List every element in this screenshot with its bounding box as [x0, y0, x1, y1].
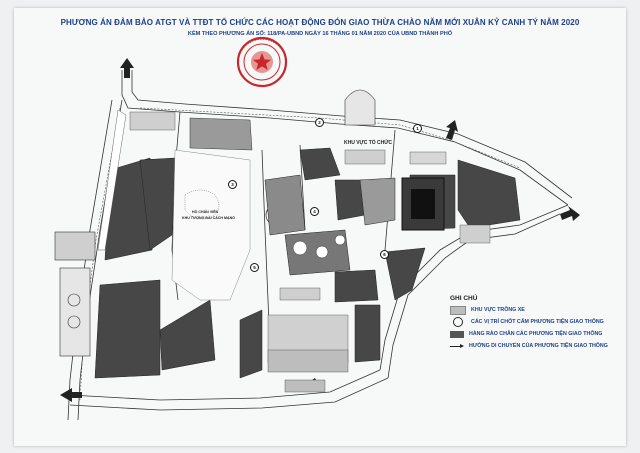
north-building — [189, 89, 376, 151]
map-subtitle: KÈM THEO PHƯƠNG ÁN SỐ: 118/PA-UBND NGÀY … — [187, 31, 453, 37]
barrier-icon — [450, 330, 464, 338]
striped-lots — [129, 111, 491, 393]
stadium — [401, 177, 445, 231]
checkpoint-3[interactable]: 3 — [228, 180, 237, 189]
checkpoint-4[interactable]: 4 — [310, 207, 319, 216]
official-seal-icon — [236, 36, 288, 88]
west-facility — [54, 231, 96, 357]
monument-area-label: KHU TƯỢNG ĐÀI CÁCH MẠNG — [182, 216, 235, 220]
legend-item-parking: KHU VỰC TRÔNG XE — [450, 305, 525, 315]
arrow-right-icon — [450, 343, 464, 348]
legend-item-checkpoint: CÁC VỊ TRÍ CHỐT CẤM PHƯƠNG TIỆN GIAO THÔ… — [450, 317, 604, 327]
parking-area-icon — [450, 305, 466, 315]
checkpoint-5[interactable]: 5 — [250, 263, 259, 272]
checkpoint-2[interactable]: 2 — [315, 118, 324, 127]
legend-heading: GHI CHÚ — [450, 295, 478, 302]
lake-label: HỒ CHÂN VIÊN — [192, 210, 219, 214]
organizing-area-label: KHU VỰC TỔ CHỨC — [344, 140, 393, 146]
map-title: PHƯƠNG ÁN ĐẢM BẢO ATGT VÀ TTĐT TỔ CHỨC C… — [60, 18, 580, 27]
legend: GHI CHÚ KHU VỰC TRÔNG XE CÁC VỊ TRÍ CHỐT… — [450, 295, 630, 349]
checkpoint-6[interactable]: 6 — [380, 250, 389, 259]
checkpoint-icon — [453, 317, 463, 327]
legend-item-direction: HƯỚNG DI CHUYỂN CỦA PHƯƠNG TIỆN GIAO THÔ… — [450, 341, 608, 351]
legend-item-barrier: HÀNG RÀO CHẮN CÁC PHƯƠNG TIỆN GIAO THÔNG — [450, 329, 602, 339]
checkpoint-1[interactable]: 1 — [413, 124, 422, 133]
central-complex — [264, 174, 396, 276]
park-area — [171, 149, 251, 301]
